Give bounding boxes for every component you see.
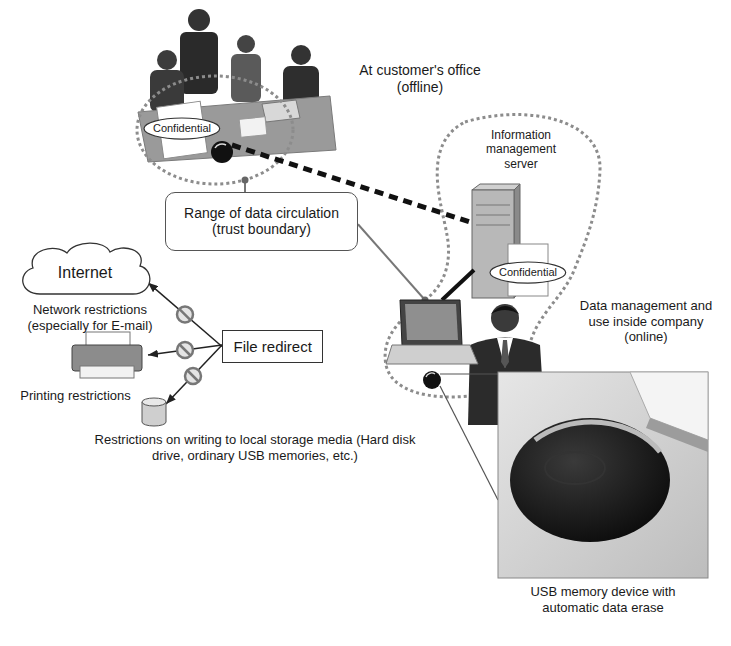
- server-label: Information management server: [476, 128, 566, 171]
- node-text: Range of data circulation (trust boundar…: [177, 205, 347, 239]
- leader-line: [358, 224, 425, 300]
- node-text: File redirect: [234, 338, 312, 356]
- restriction-arrow: [166, 345, 222, 404]
- restriction-label: Network restrictions (especially for E-m…: [15, 302, 165, 333]
- photo-caption: USB memory device with automatic data er…: [508, 584, 698, 615]
- usb-device-icon: [423, 371, 441, 389]
- prohibition-symbol: [177, 307, 193, 323]
- ellipse-outline: [490, 262, 566, 283]
- cloud-outline: [23, 243, 150, 294]
- online-link: [442, 270, 474, 300]
- ellipse-outline: [144, 118, 220, 139]
- storage-icon: [142, 398, 166, 426]
- location-label: At customer's office (offline): [345, 62, 495, 96]
- leader-line: [440, 386, 498, 500]
- usb-device-icon: [211, 141, 233, 163]
- leader-line: [440, 373, 498, 374]
- trust-boundary-outline: [137, 76, 293, 184]
- process-box: File redirect: [222, 330, 323, 363]
- node-text: Confidential: [499, 266, 557, 279]
- confidential-ellipse: Confidential: [489, 261, 567, 284]
- printer-icon: [72, 332, 142, 378]
- prohibition-symbol: [177, 342, 193, 358]
- node-text: Confidential: [153, 122, 211, 135]
- prohibition-symbol: [185, 368, 201, 384]
- confidential-ellipse: Confidential: [143, 117, 221, 140]
- trust-boundary-box: Range of data circulation (trust boundar…: [165, 192, 358, 251]
- restriction-label: Printing restrictions: [8, 388, 143, 404]
- restriction-label: Restrictions on writing to local storage…: [90, 432, 420, 463]
- internet-cloud: Internet: [15, 238, 155, 300]
- node-text: Internet: [58, 263, 112, 282]
- laptop-icon: [386, 300, 478, 364]
- usb-photo: [498, 372, 708, 578]
- location-label: Data management and use inside company (…: [568, 298, 724, 345]
- leader-dot: [242, 177, 249, 184]
- connector-arrow: [148, 283, 222, 347]
